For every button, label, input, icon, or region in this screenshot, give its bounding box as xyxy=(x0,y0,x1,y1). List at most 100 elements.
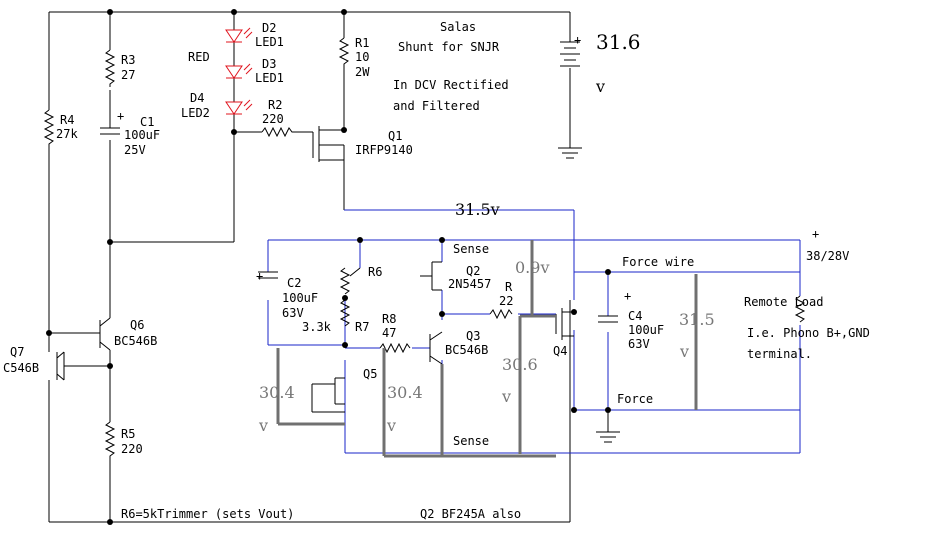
meas-q5-right-value: 30.4 xyxy=(387,383,423,402)
out-voltage: 38/28V xyxy=(806,249,849,263)
title-block: Salas Shunt for SNJR In DCV Rectified an… xyxy=(393,20,509,113)
d3-name: D3 xyxy=(262,57,276,71)
q2-alt-note: Q2 BF245A also xyxy=(420,507,521,521)
c1-voltage: 25V xyxy=(124,143,146,157)
q6-name: Q6 xyxy=(130,318,144,332)
r7-val: 3.3k xyxy=(302,320,332,334)
r3-name: R3 xyxy=(121,53,135,67)
led-d2-symbol xyxy=(225,27,253,43)
c2-name: C2 xyxy=(287,276,301,290)
capacitor-c4-symbol xyxy=(598,315,618,323)
resistor-r7-symbol xyxy=(339,299,351,327)
title-line1: Salas xyxy=(440,20,476,34)
q2-name: Q2 xyxy=(466,264,480,278)
q7-name: Q7 xyxy=(10,345,24,359)
sense-top-label: Sense xyxy=(453,242,489,256)
resistor-r3-symbol xyxy=(104,49,116,87)
r8-val: 47 xyxy=(382,326,396,340)
supply-unit: v xyxy=(595,77,605,96)
ground-top-symbol xyxy=(558,147,582,159)
r-val: 22 xyxy=(499,294,513,308)
q7-type: C546B xyxy=(3,361,39,375)
r4-name: R4 xyxy=(60,113,74,127)
black-wires xyxy=(48,11,571,523)
transistor-q7-symbol xyxy=(56,351,65,381)
bus-wires xyxy=(267,209,801,454)
led-d4-symbol xyxy=(225,99,253,115)
resistor-r-symbol xyxy=(489,308,513,320)
led-d3-symbol xyxy=(225,63,253,79)
c2-voltage: 63V xyxy=(282,306,304,320)
c4-plus: + xyxy=(624,289,631,303)
r4-val: 27k xyxy=(56,127,78,141)
meas-q4-value: 30.6 xyxy=(502,355,538,374)
r5-val: 220 xyxy=(121,442,143,456)
c1-plus: + xyxy=(117,109,124,123)
d3-type: LED1 xyxy=(255,71,284,85)
capacitor-c2-symbol xyxy=(258,271,278,279)
mosfet-q1-symbol xyxy=(312,126,345,162)
r3-val: 27 xyxy=(121,68,135,82)
r1-power: 2W xyxy=(355,65,370,79)
c4-val: 100uF xyxy=(628,323,664,337)
c1-val: 100uF xyxy=(124,128,160,142)
d4-name: D4 xyxy=(190,91,204,105)
battery-symbol xyxy=(560,41,580,67)
meas-q4-unit: v xyxy=(501,387,511,406)
q3-type: BC546B xyxy=(445,343,488,357)
r2-val: 220 xyxy=(262,112,284,126)
meas-load-unit: v xyxy=(679,342,689,361)
r5-name: R5 xyxy=(121,427,135,441)
meas-load-value: 31.5 xyxy=(679,310,715,329)
c1-name: C1 xyxy=(140,115,154,129)
q1-type: IRFP9140 xyxy=(355,143,413,157)
q3-name: Q3 xyxy=(466,329,480,343)
jfet-q2-symbol xyxy=(420,261,442,291)
resistor-r4-symbol xyxy=(43,109,55,148)
title-line2: Shunt for SNJR xyxy=(398,40,500,54)
c2-val: 100uF xyxy=(282,291,318,305)
d2-name: D2 xyxy=(262,21,276,35)
load-note-line2: terminal. xyxy=(747,347,812,361)
remote-load-resistor-symbol xyxy=(794,295,806,323)
force-wire-label: Force wire xyxy=(622,255,694,269)
ground-bottom-symbol xyxy=(596,410,620,443)
meas-q5-right-unit: v xyxy=(386,416,396,435)
junction-dots xyxy=(46,9,611,525)
resistor-r5-symbol xyxy=(104,421,116,466)
c4-name: C4 xyxy=(628,309,642,323)
q4-name: Q4 xyxy=(553,344,567,358)
q5-name: Q5 xyxy=(363,367,377,381)
meas-q5-left-value: 30.4 xyxy=(259,383,295,402)
remote-load-label: Remote Load xyxy=(744,295,823,309)
r2-name: R2 xyxy=(268,98,282,112)
red-label: RED xyxy=(188,50,210,64)
r6-name: R6 xyxy=(368,265,382,279)
force-label: Force xyxy=(617,392,653,406)
r8-name: R8 xyxy=(382,312,396,326)
meas-q5-left-unit: v xyxy=(258,416,268,435)
sense-bottom-label: Sense xyxy=(453,434,489,448)
r-name: R xyxy=(505,280,513,294)
supply-plus: + xyxy=(574,33,581,47)
transistor-q3-symbol xyxy=(429,331,443,365)
meas-q2: 0.9v xyxy=(515,258,549,277)
resistor-r1-symbol xyxy=(338,37,350,68)
capacitor-c1-symbol xyxy=(100,127,120,135)
q2-type: 2N5457 xyxy=(448,277,491,291)
r1-val: 10 xyxy=(355,50,369,64)
r1-name: R1 xyxy=(355,36,369,50)
c2-plus: + xyxy=(256,269,263,283)
q1-name: Q1 xyxy=(388,129,402,143)
d2-type: LED1 xyxy=(255,35,284,49)
trimmer-r6-symbol xyxy=(339,267,361,295)
resistor-r8-symbol xyxy=(379,342,411,354)
trimmer-note: R6=5kTrimmer (sets Vout) xyxy=(121,507,294,521)
c4-voltage: 63V xyxy=(628,337,650,351)
note-line1: In DCV Rectified xyxy=(393,78,509,92)
transistor-q6-symbol xyxy=(99,317,111,351)
supply-voltage: 31.6 xyxy=(596,30,641,54)
measurement-bars xyxy=(276,240,698,458)
meas-out-bus: 31.5v xyxy=(455,200,500,219)
